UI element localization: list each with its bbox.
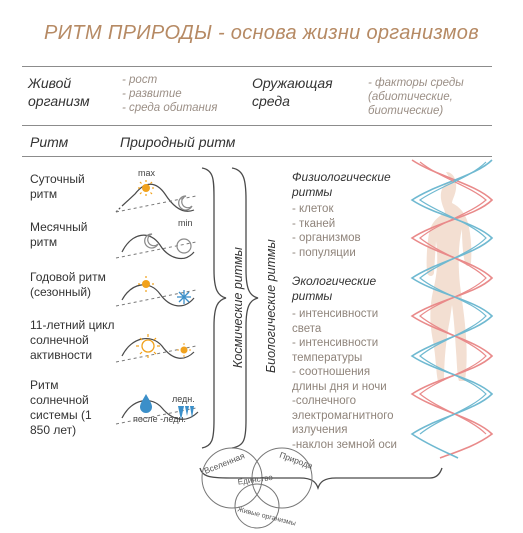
monthly-wave <box>121 234 195 260</box>
solar-system-wave <box>121 400 199 420</box>
eco-item-7: электромагнитного <box>292 409 394 422</box>
living-item-habitat: - среда обитания <box>122 102 218 114</box>
physio-item-tissues: - тканей <box>292 217 336 230</box>
rhythm-label-annual: Годовой ритм (сезонный) <box>30 270 106 299</box>
wave-baselines <box>115 195 197 425</box>
rhythm-label-solar-11yr: 11-летний цикл солнечной активности <box>30 318 115 362</box>
monthly-crescent-icon <box>144 233 159 249</box>
glacial-label: ледн. <box>172 394 195 404</box>
water-drop-icon <box>140 394 152 413</box>
physiological-heading: Физиологические ритмы <box>292 170 391 199</box>
page-title: РИТМ ПРИРОДЫ - основа жизни организмов <box>44 22 479 44</box>
solar-wave <box>121 338 195 359</box>
eco-item-3: температуры <box>292 351 363 364</box>
environment-item-factors: - факторы среды <box>368 77 464 89</box>
postglacial-label: после -ледн. <box>133 414 186 424</box>
venn-nature-circle <box>251 447 313 509</box>
eco-item-4: - соотношения <box>292 366 371 378</box>
rhythm-waves <box>115 183 199 420</box>
environment-items: - факторы среды (абиотические, биотическ… <box>368 76 498 118</box>
eco-item-2: - интенсивности <box>292 337 379 349</box>
eco-item-0: - интенсивности <box>292 308 379 320</box>
annual-snowflake-icon <box>177 290 191 304</box>
rhythm-label-daily: Суточный ритм <box>30 172 85 201</box>
daily-wave-dash <box>115 206 122 213</box>
living-organism-heading: Живой организм <box>28 75 90 109</box>
venn-living-circle <box>234 483 280 529</box>
rhythm-column-heading: Ритм <box>30 134 69 150</box>
solar-max-sun-icon <box>136 334 160 358</box>
ecological-list: - интенсивности света - интенсивности те… <box>292 307 422 452</box>
daily-sun-icon <box>138 180 154 196</box>
ecological-heading: Экологические ритмы <box>292 274 377 303</box>
daily-wave <box>121 183 195 212</box>
rhythm-row-rule <box>22 156 492 157</box>
physio-item-cells: - клеток <box>292 203 334 215</box>
glacier-icon <box>178 406 194 420</box>
living-item-development: - развитие <box>122 88 182 100</box>
eco-item-1: света <box>292 322 322 335</box>
max-label: max <box>138 168 156 178</box>
venn-nature-label: Природа <box>278 450 314 471</box>
solar-min-sun-icon <box>177 343 191 357</box>
eco-item-9: -наклон земной оси <box>292 438 397 451</box>
venn-universe-circle <box>201 447 263 509</box>
daily-moon-icon <box>178 195 193 211</box>
helix-blue-2 <box>418 161 487 435</box>
helix-red-2 <box>419 161 487 435</box>
physio-item-populations: - популяции <box>292 246 356 259</box>
rhythm-label-solar-system: Ритм солнечной системы (1 850 лет) <box>30 378 92 437</box>
environment-item-abiotic: (абиотические, <box>368 91 453 103</box>
venn-diagram <box>201 447 313 529</box>
annual-sun-icon <box>138 276 154 292</box>
body-silhouette <box>426 172 472 381</box>
environment-item-biotic: биотические) <box>368 105 444 117</box>
cosmic-rhythms-label: Космические ритмы <box>231 247 245 368</box>
eco-item-6: -солнечного <box>292 395 357 407</box>
rhythm-label-monthly: Месячный ритм <box>30 220 88 249</box>
cosmic-brace <box>201 167 227 449</box>
eco-item-8: излучения <box>292 424 348 436</box>
natural-rhythm-heading: Природный ритм <box>120 134 236 150</box>
biological-brace <box>231 167 259 449</box>
annual-wave <box>121 284 195 307</box>
header-bottom-rule <box>22 125 492 126</box>
header-top-rule <box>22 66 492 67</box>
biological-rhythms-label: Биологические ритмы <box>264 239 278 373</box>
physio-item-organisms: - организмов <box>292 232 361 244</box>
physiological-list: - клеток - тканей - организмов - популяц… <box>292 202 402 260</box>
environment-heading: Оружающая среда <box>252 75 333 109</box>
eco-item-5: длины дня и ночи <box>292 380 387 393</box>
bottom-brace <box>199 467 443 491</box>
living-item-growth: - рост <box>122 74 158 86</box>
living-organism-items: - рост - развитие - среда обитания <box>122 73 242 115</box>
min-label: min <box>178 218 193 228</box>
monthly-fullmoon-icon <box>176 238 192 254</box>
helix-strands <box>410 159 494 459</box>
venn-universe-label: Вселенная <box>203 450 247 475</box>
